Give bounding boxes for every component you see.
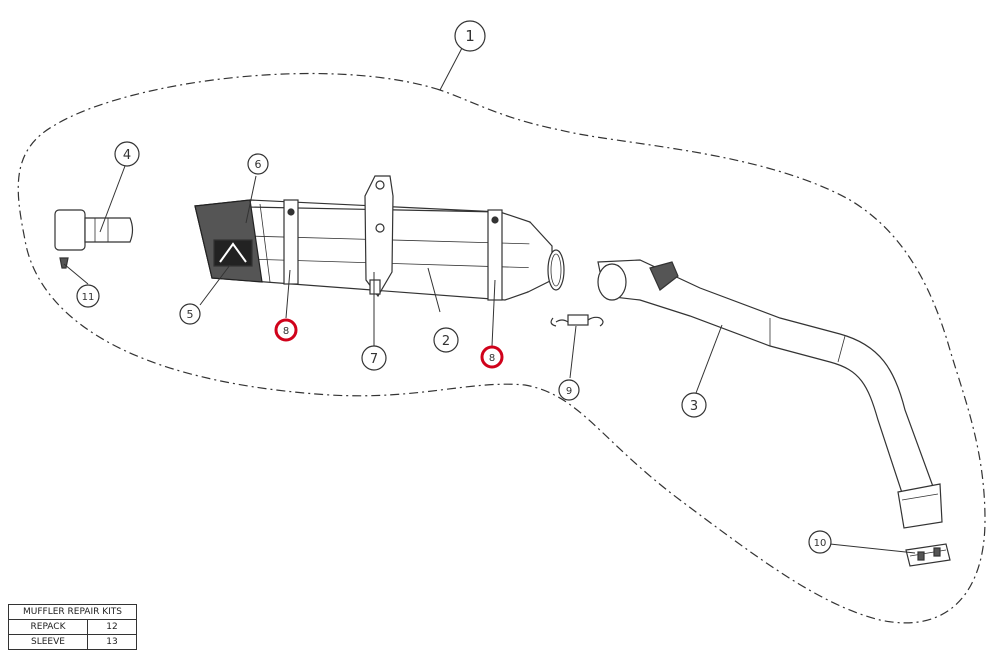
callout-circle	[433, 327, 459, 353]
callout-8-right: 8	[480, 345, 504, 369]
callout-number: 11	[82, 292, 95, 303]
callout-1: 1	[454, 20, 486, 52]
callout-number: 4	[123, 148, 131, 163]
callout-number: 1	[465, 27, 475, 45]
callout-circle	[454, 20, 486, 52]
kit-boundary-outline	[17, 72, 986, 624]
callout-number: 10	[814, 538, 827, 549]
table-row: SLEEVE 13	[8, 634, 137, 650]
callout-circle	[558, 379, 580, 401]
callout-number: 3	[690, 399, 698, 414]
callout-7: 7	[361, 345, 387, 371]
callout-circle-highlighted	[480, 345, 504, 369]
callout-number: 2	[442, 334, 450, 349]
callout-circle	[361, 345, 387, 371]
kit-name: REPACK	[8, 619, 88, 635]
header-pipe-part	[597, 259, 943, 529]
callout-6: 6	[247, 153, 269, 175]
callout-2: 2	[433, 327, 459, 353]
callout-10: 10	[808, 530, 832, 554]
leader-lines	[63, 47, 916, 554]
callout-4: 4	[114, 141, 140, 167]
callout-circle	[179, 303, 201, 325]
callout-circle	[247, 153, 269, 175]
callout-number: 7	[370, 352, 378, 367]
callout-circle	[76, 284, 100, 308]
table-header: MUFFLER REPAIR KITS	[8, 604, 137, 620]
table-row: REPACK 12	[8, 619, 137, 635]
callout-8-left: 8	[274, 318, 298, 342]
callout-circle-highlighted	[274, 318, 298, 342]
callout-circle	[808, 530, 832, 554]
callout-number: 5	[187, 308, 194, 321]
kit-number: 13	[87, 634, 137, 650]
callout-circle	[681, 392, 707, 418]
muffler-repair-kits-table: MUFFLER REPAIR KITS REPACK 12 SLEEVE 13	[8, 604, 137, 650]
kit-number: 12	[87, 619, 137, 635]
table-header-row: MUFFLER REPAIR KITS	[8, 604, 137, 620]
pipe-clamp-part	[905, 543, 951, 567]
callout-11: 11	[76, 284, 100, 308]
callout-5: 5	[179, 303, 201, 325]
muffler-body-part	[194, 175, 565, 301]
callout-circle	[114, 141, 140, 167]
callout-9: 9	[558, 379, 580, 401]
callout-number: 9	[566, 386, 572, 397]
callout-number: 8	[283, 326, 289, 337]
callout-number: 8	[489, 353, 495, 364]
callout-3: 3	[681, 392, 707, 418]
callout-number: 6	[255, 158, 262, 171]
kit-name: SLEEVE	[8, 634, 88, 650]
link-pipe-part	[54, 209, 134, 269]
spring-part	[550, 314, 604, 327]
